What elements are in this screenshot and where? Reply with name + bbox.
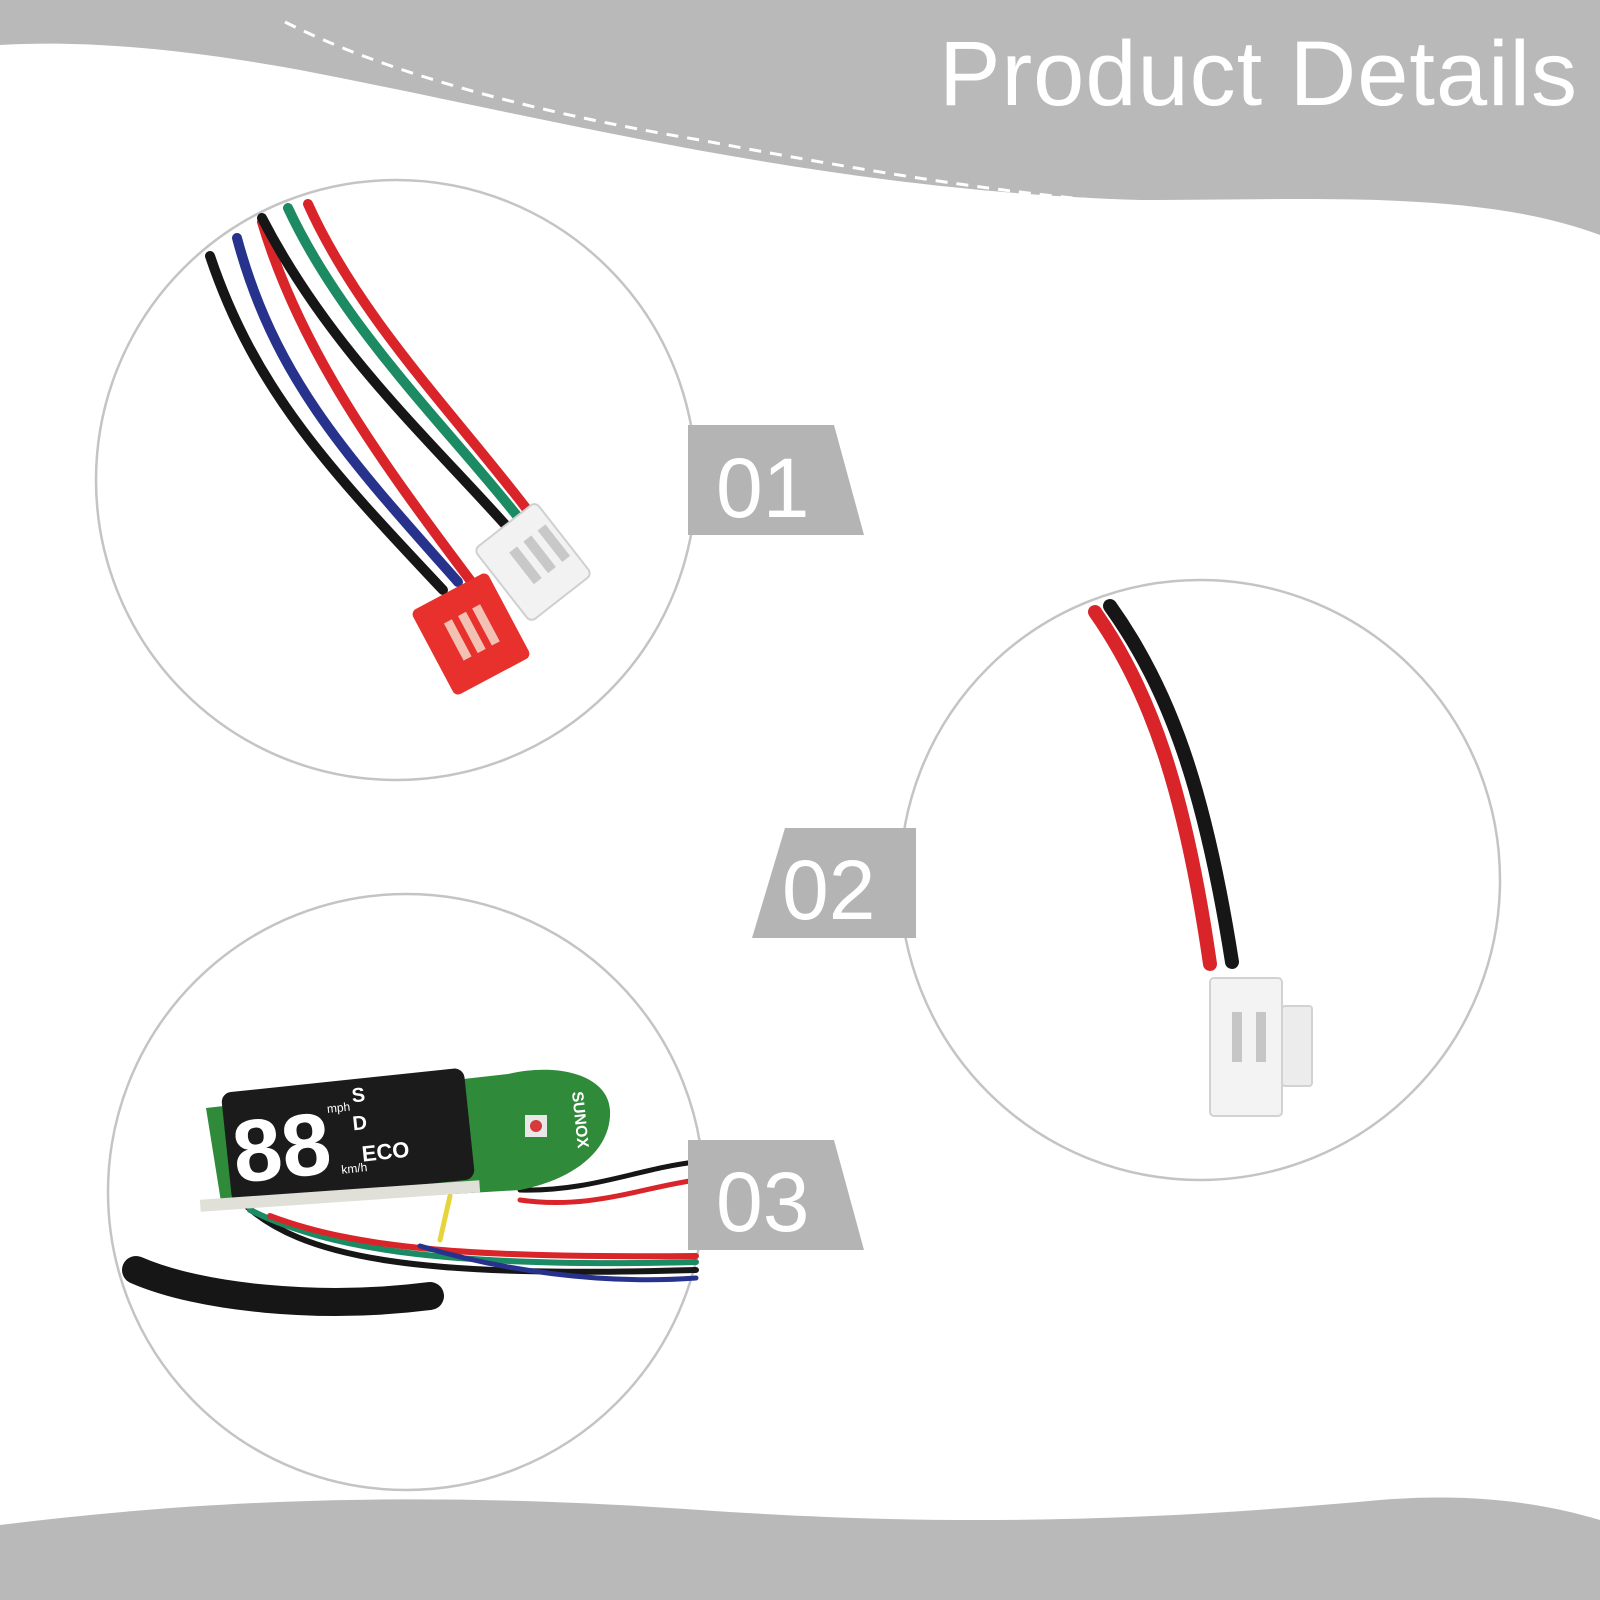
speed-digits: 88	[228, 1093, 336, 1202]
pcb-board	[199, 1068, 611, 1212]
cable-01-image	[205, 199, 537, 595]
detail-label-02: 02	[782, 843, 876, 937]
lcd-text: 88 km/h mph ECO D S SUNOX	[228, 1084, 591, 1202]
unit-kmh: km/h	[341, 1160, 368, 1177]
cable-02-image	[1088, 599, 1239, 971]
top-band-dashed-line	[284, 20, 1161, 207]
detail-03	[106, 892, 706, 1492]
mode-d: D	[352, 1112, 369, 1135]
bottom-band	[0, 1497, 1600, 1600]
detail-02	[898, 578, 1502, 1182]
red-connector	[412, 573, 530, 695]
harness-image	[122, 1159, 699, 1316]
mode-eco: ECO	[361, 1137, 411, 1167]
unit-mph: mph	[326, 1100, 351, 1116]
page-title: Product Details	[939, 23, 1578, 125]
white-plug	[1209, 977, 1313, 1117]
detail-label-01: 01	[716, 441, 810, 535]
detail-01	[94, 178, 698, 782]
top-band	[0, 0, 1600, 235]
label-01-bg	[688, 425, 864, 535]
white-connector	[475, 503, 591, 621]
brand-mark: SUNOX	[568, 1091, 591, 1150]
mode-s: S	[351, 1084, 367, 1107]
label-02-bg	[752, 828, 916, 938]
label-03-bg	[688, 1140, 864, 1250]
detail-label-03: 03	[716, 1155, 810, 1249]
